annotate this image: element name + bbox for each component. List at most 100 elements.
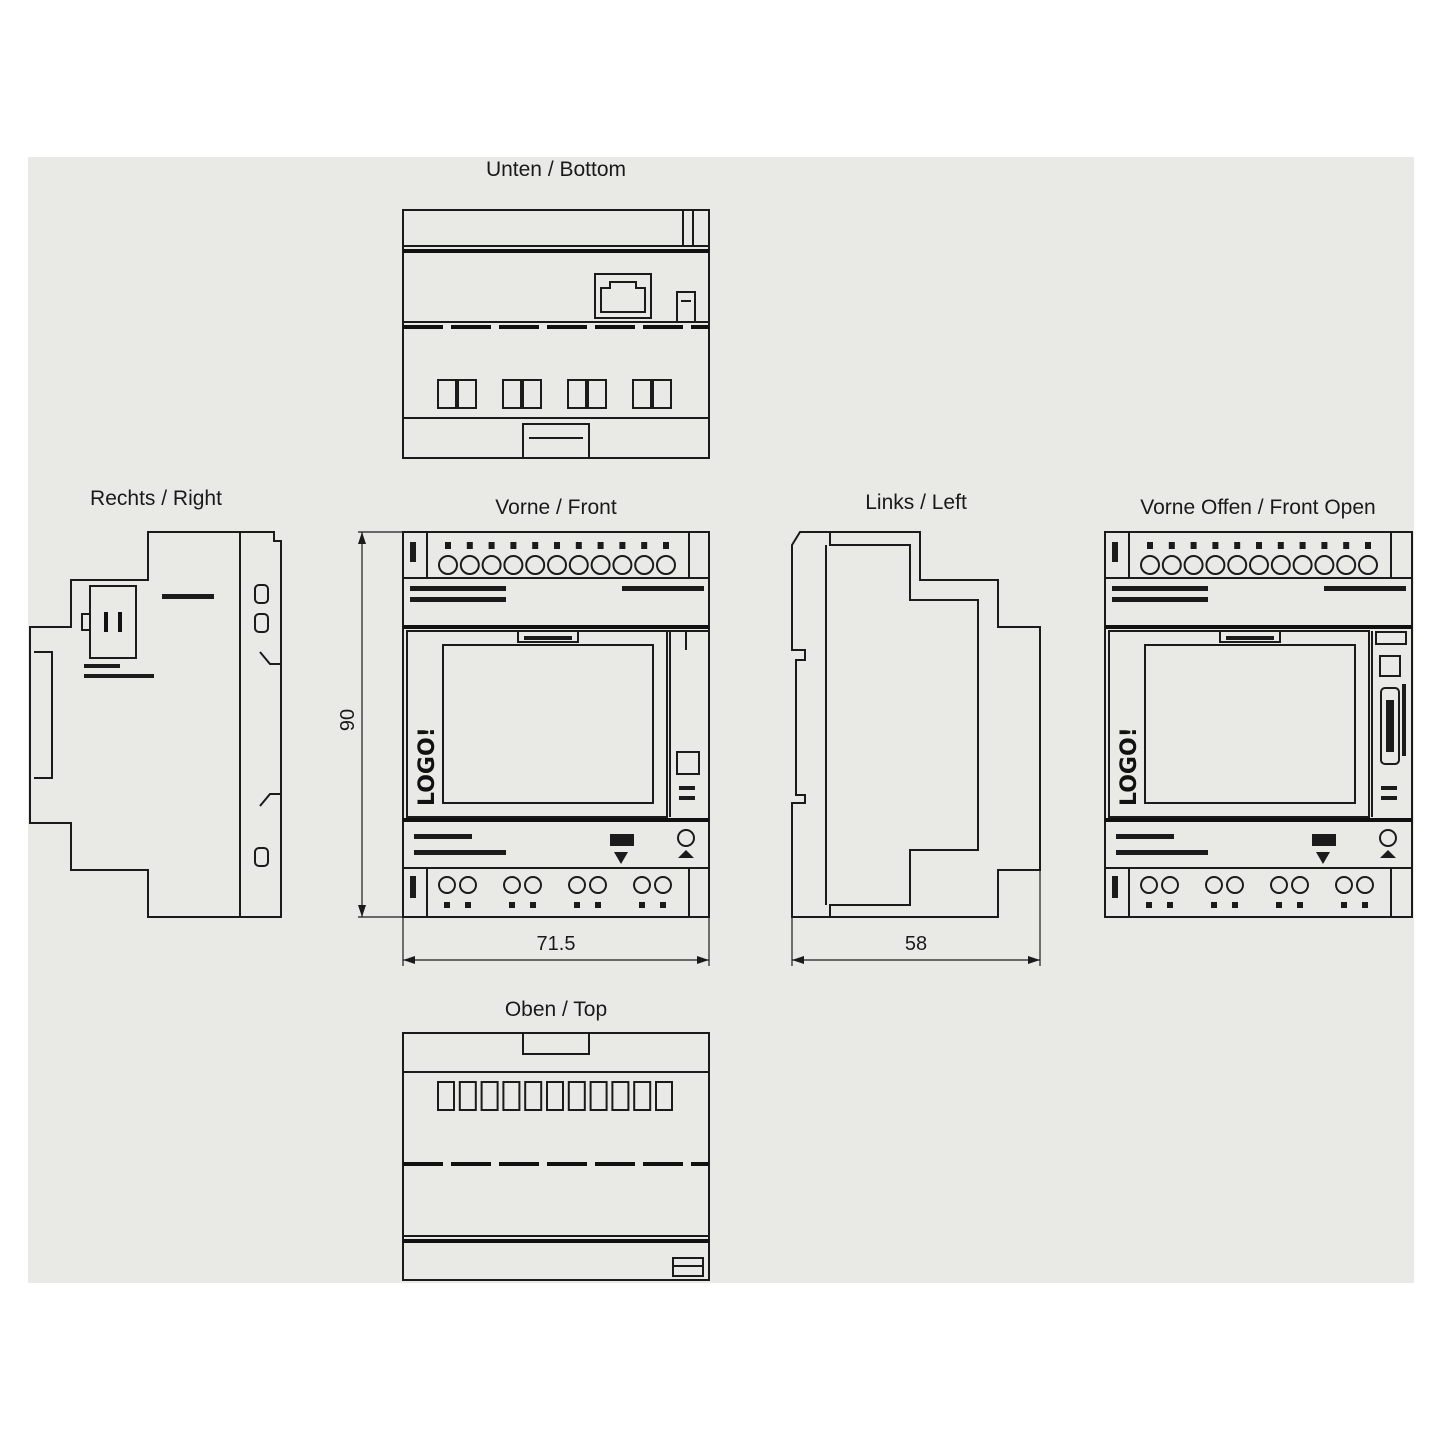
view-label-front-open: Vorne Offen / Front Open <box>1140 496 1375 519</box>
terminal-mark <box>639 902 645 908</box>
terminal-screw <box>1270 555 1291 575</box>
terminal-mark <box>1212 542 1219 549</box>
depth-dimension: 58 <box>791 870 1041 966</box>
terminal-mark <box>1276 902 1282 908</box>
terminal-mark <box>595 902 601 908</box>
terminal-screw <box>633 876 651 894</box>
logo-text-open: LOGO! <box>1117 727 1142 806</box>
terminal-mark <box>1277 542 1284 549</box>
terminal-screw <box>1183 555 1204 575</box>
depth-value: 58 <box>905 933 927 955</box>
terminal-mark <box>465 902 471 908</box>
terminal-mark <box>532 542 539 549</box>
terminal-mark <box>575 542 582 549</box>
terminal-screw <box>1161 555 1182 575</box>
terminal-screw <box>654 876 672 894</box>
top-view <box>402 1032 710 1281</box>
terminal-block <box>589 1081 608 1111</box>
terminal-screw <box>1226 876 1244 894</box>
terminal-mark <box>1232 902 1238 908</box>
terminal-screw <box>612 555 633 575</box>
right-view <box>29 531 282 918</box>
terminal-mark <box>1167 902 1173 908</box>
terminal-mark <box>488 542 495 549</box>
terminal-block <box>611 1081 630 1111</box>
terminal-screw <box>438 876 456 894</box>
terminal-mark <box>619 542 626 549</box>
view-label-right: Rechts / Right <box>90 487 222 510</box>
output-terminal-screws <box>438 876 672 908</box>
input-terminal-screws <box>438 542 676 575</box>
terminal-mark <box>597 542 604 549</box>
terminal-mark <box>1234 542 1241 549</box>
bottom-terminals <box>437 379 672 409</box>
terminal-mark <box>1299 542 1306 549</box>
terminal-screw <box>503 876 521 894</box>
left-view <box>791 531 1041 918</box>
terminal-mark <box>1211 902 1217 908</box>
terminal-mark <box>445 542 451 549</box>
terminal-block <box>524 1081 543 1111</box>
terminal-mark <box>554 542 560 549</box>
terminal-mark <box>1256 542 1262 549</box>
width-value: 71.5 <box>537 933 576 955</box>
terminal-block <box>458 1081 477 1111</box>
view-label-bottom: Unten / Bottom <box>486 158 626 181</box>
terminal-screw <box>1205 555 1226 575</box>
terminal-mark <box>1341 902 1347 908</box>
view-label-left: Links / Left <box>865 491 967 514</box>
terminal-screw <box>1336 555 1357 575</box>
terminal-screw <box>1291 876 1309 894</box>
logo-text: LOGO! <box>415 727 440 806</box>
top-terminals <box>437 1081 673 1111</box>
terminal-block <box>633 1081 652 1111</box>
terminal-mark <box>1297 902 1303 908</box>
terminal-mark <box>1190 542 1197 549</box>
terminal-screw <box>1358 555 1378 575</box>
terminal-screw <box>589 876 607 894</box>
terminal-mark <box>1146 902 1152 908</box>
terminal-screw <box>656 555 676 575</box>
terminal-screw <box>524 876 542 894</box>
terminal-block <box>567 1081 586 1111</box>
terminal-screw <box>438 555 458 575</box>
terminal-screw <box>503 555 524 575</box>
terminal-mark <box>1362 902 1368 908</box>
terminal-screw <box>1270 876 1288 894</box>
terminal-screw <box>459 876 477 894</box>
terminal-block <box>480 1081 499 1111</box>
terminal-screw <box>1356 876 1374 894</box>
terminal-screw <box>1205 876 1223 894</box>
terminal-screw <box>1314 555 1335 575</box>
terminal-mark <box>1365 542 1371 549</box>
terminal-mark <box>1147 542 1153 549</box>
terminal-mark <box>530 902 536 908</box>
height-dimension: 90 <box>337 531 403 918</box>
width-dimension: 71.5 <box>402 917 710 966</box>
terminal-screw <box>634 555 655 575</box>
terminal-mark <box>1343 542 1350 549</box>
terminal-screw <box>459 555 480 575</box>
terminal-mark <box>641 542 648 549</box>
terminal-block <box>502 1081 521 1111</box>
terminal-screw <box>525 555 546 575</box>
terminal-screw <box>568 876 586 894</box>
terminal-screw <box>1140 876 1158 894</box>
terminal-mark <box>444 902 450 908</box>
terminal-mark <box>663 542 669 549</box>
terminal-screw <box>1249 555 1269 575</box>
front-view: LOGO! <box>402 531 710 918</box>
height-value: 90 <box>337 709 359 731</box>
view-label-top: Oben / Top <box>505 998 607 1021</box>
terminal-mark <box>1321 542 1328 549</box>
front-open-view: LOGO! <box>1104 531 1413 918</box>
ethernet-port-icon <box>594 273 652 319</box>
terminal-screw <box>1161 876 1179 894</box>
terminal-mark <box>1168 542 1175 549</box>
terminal-mark <box>660 902 666 908</box>
terminal-screw <box>1292 555 1313 575</box>
terminal-screw <box>1140 555 1160 575</box>
drawing-sheet <box>28 157 1414 1283</box>
view-label-front: Vorne / Front <box>495 496 617 519</box>
